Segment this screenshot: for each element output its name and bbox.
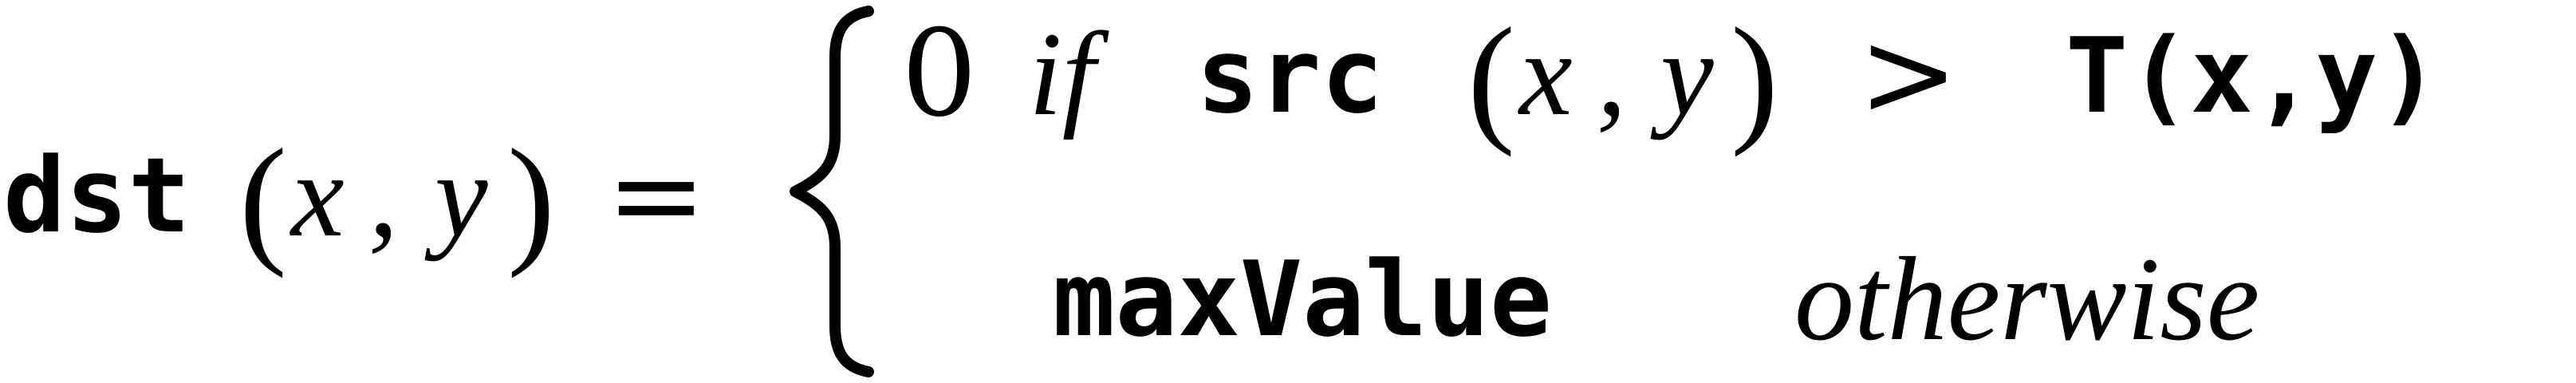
- case1-close-paren: ): [1731, 0, 1778, 157]
- lhs-open-paren: (: [239, 120, 287, 278]
- lhs-comma: ,: [368, 129, 399, 262]
- case1-comma: ,: [1597, 8, 1627, 140]
- case2-otherwise: otherwise: [1794, 233, 2260, 365]
- case1-src-function: src: [1196, 15, 1384, 136]
- case1-zero-value: 0: [901, 5, 978, 144]
- case1-if-keyword: if: [1029, 8, 1096, 140]
- lhs-y-variable: y: [435, 129, 488, 262]
- lhs-close-paren: ): [507, 120, 555, 278]
- case1-x-variable: x: [1519, 8, 1573, 140]
- lhs-x-variable: x: [291, 129, 345, 262]
- case1-open-paren: (: [1467, 0, 1515, 157]
- case1-y-variable: y: [1660, 8, 1714, 140]
- case-brace-icon: [790, 6, 874, 377]
- equals-sign: =: [606, 126, 707, 265]
- case1-greater-than: >: [1858, 5, 1959, 144]
- lhs-function-name: dst: [3, 135, 191, 256]
- case2-max-value: maxValue: [1053, 239, 1553, 360]
- case1-threshold: T(x,y): [2066, 15, 2440, 136]
